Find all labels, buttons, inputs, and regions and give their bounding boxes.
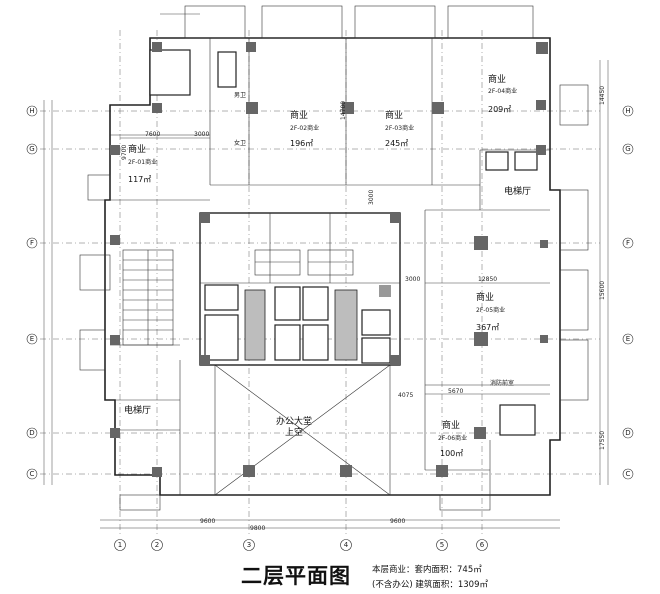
summary-label: 本层商业：套内面积： — [372, 565, 458, 575]
unit-code: 2F-03商业 — [385, 124, 414, 132]
dim-label: 5670 — [448, 388, 463, 395]
dimension-lines: 9800 9600 9600 14450 15600 17550 — [43, 13, 609, 532]
dim-label: 9600 — [390, 518, 405, 525]
unit-code: 2F-06商业 — [438, 434, 467, 442]
unit-area: 117㎡ — [128, 175, 151, 184]
axis-col-label: 6 — [480, 541, 485, 549]
toilet-m-label: 男卫 — [234, 92, 246, 99]
col-axis-bottom: 1 2 3 4 5 6 — [114, 539, 488, 551]
elevator-hall-right-label: 电梯厅 — [504, 185, 531, 197]
unit-name: 商业 — [442, 419, 460, 431]
axis-col-label: 5 — [440, 541, 444, 549]
elevator-hall-left-label: 电梯厅 — [124, 404, 151, 416]
axis-row-label: H — [29, 107, 34, 115]
unit-2f-03: 商业 2F-03商业 245㎡ — [385, 109, 414, 148]
axis-row-label: E — [30, 335, 34, 343]
axis-row-label: C — [30, 470, 35, 478]
unit-name: 商业 — [128, 143, 146, 155]
unit-area: 367㎡ — [476, 323, 499, 332]
dim-label: 14450 — [599, 86, 606, 105]
axis-row-label: G — [625, 145, 630, 153]
summary-value: 1309㎡ — [457, 580, 488, 590]
dim-label: 3000 — [194, 131, 209, 138]
axis-row-label: F — [626, 239, 630, 247]
unit-area: 100㎡ — [440, 449, 463, 458]
partitions — [110, 38, 550, 496]
unit-area: 245㎡ — [385, 139, 408, 148]
core-shafts — [122, 49, 538, 436]
lobby-void-label: 上空 — [285, 426, 303, 438]
axis-row-label: D — [625, 429, 630, 437]
summary-label: (不含办公) 建筑面积： — [372, 580, 458, 590]
unit-area: 209㎡ — [488, 105, 511, 114]
unit-name: 商业 — [488, 73, 506, 85]
unit-name: 商业 — [385, 109, 403, 121]
row-axis-left: H G F E D C — [26, 105, 38, 480]
lobby-label: 办公大堂 — [276, 415, 312, 427]
dim-label: 9800 — [250, 525, 265, 532]
axis-row-label: D — [29, 429, 34, 437]
inner-dims: 7600 3000 9700 14700 3000 3000 12850 567… — [120, 101, 550, 399]
dim-label: 3000 — [368, 190, 375, 205]
drawing-title: 二层平面图 — [241, 564, 351, 588]
dim-label: 7600 — [145, 131, 160, 138]
unit-code: 2F-01商业 — [128, 158, 157, 166]
dim-label: 17550 — [599, 431, 606, 450]
unit-2f-01: 商业 2F-01商业 117㎡ — [128, 143, 157, 184]
unit-2f-06: 商业 2F-06商业 100㎡ — [438, 419, 467, 458]
axis-col-label: 4 — [344, 541, 349, 549]
dim-label: 9700 — [121, 145, 128, 160]
area-summary-retail: 本层商业：套内面积：745㎡ — [372, 563, 482, 575]
unit-name: 商业 — [476, 291, 494, 303]
axis-row-label: G — [29, 145, 34, 153]
axis-col-label: 1 — [118, 541, 122, 549]
dim-label: 3000 — [405, 276, 420, 283]
unit-name: 商业 — [290, 109, 308, 121]
axis-col-label: 3 — [247, 541, 251, 549]
dim-label: 4075 — [398, 392, 413, 399]
unit-2f-05: 商业 2F-05商业 367㎡ — [476, 291, 505, 332]
dim-label: 15600 — [599, 281, 606, 300]
grid-lines — [40, 30, 600, 535]
unit-area: 196㎡ — [290, 139, 313, 148]
axis-row-label: E — [626, 335, 630, 343]
unit-code: 2F-04商业 — [488, 87, 517, 95]
axis-col-label: 2 — [155, 541, 159, 549]
dim-label: 9600 — [200, 518, 215, 525]
unit-2f-04: 商业 2F-04商业 209㎡ — [488, 73, 517, 114]
axis-row-label: C — [626, 470, 631, 478]
unit-code: 2F-02商业 — [290, 124, 319, 132]
area-summary-building: (不含办公) 建筑面积：1309㎡ — [372, 578, 488, 590]
unit-2f-02: 商业 2F-02商业 196㎡ — [290, 109, 319, 148]
axis-row-label: H — [625, 107, 630, 115]
row-axis-right: H G F E D C — [622, 105, 634, 480]
toilet-f-label: 女卫 — [234, 139, 246, 147]
dim-label: 12850 — [478, 276, 497, 283]
columns — [110, 42, 548, 477]
summary-value: 745㎡ — [457, 565, 482, 575]
unit-code: 2F-05商业 — [476, 306, 505, 314]
dim-label: 14700 — [340, 101, 347, 120]
building-outline — [79, 5, 589, 511]
axis-row-label: F — [30, 239, 34, 247]
stair-room-label: 消防前室 — [490, 379, 514, 387]
